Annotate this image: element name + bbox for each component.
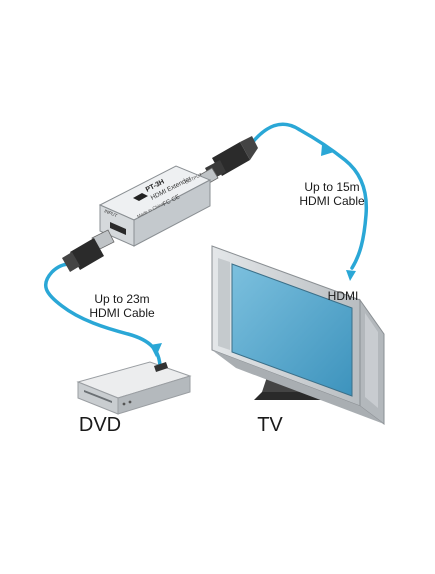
hdmi-connector-icon [154,362,168,372]
cable-15m-label: Up to 15m HDMI Cable [292,180,372,209]
arrow-icon [150,343,162,357]
cable-23m-line2: HDMI Cable [89,305,155,320]
cable-23m-label: Up to 23m HDMI Cable [82,292,162,321]
hdmi-extender-device: PT-3H HDMI Extender FC CE Made in China … [98,165,212,247]
device-input-label: INPUT [104,208,119,218]
hdmi-plug-output-icon [197,136,258,187]
arrow-icon [321,145,334,156]
cable-23m-line1: Up to 23m [94,292,150,306]
tv-label: TV [257,414,283,436]
dvd-player [76,361,192,415]
cable-dvd-to-extender [43,262,162,370]
arrow-icon [346,270,356,281]
cable-15m-line1: Up to 15m [304,180,360,194]
hdmi-input-port [110,222,126,235]
dvd-label: DVD [78,414,122,436]
cable-15m-line2: HDMI Cable [299,193,365,208]
hdmi-plug-input-icon [62,229,115,272]
hdmi-port-label: HDMI [327,289,359,303]
tv-display [211,245,385,425]
tv-screen [231,263,353,397]
cable-extender-to-tv [246,122,369,281]
